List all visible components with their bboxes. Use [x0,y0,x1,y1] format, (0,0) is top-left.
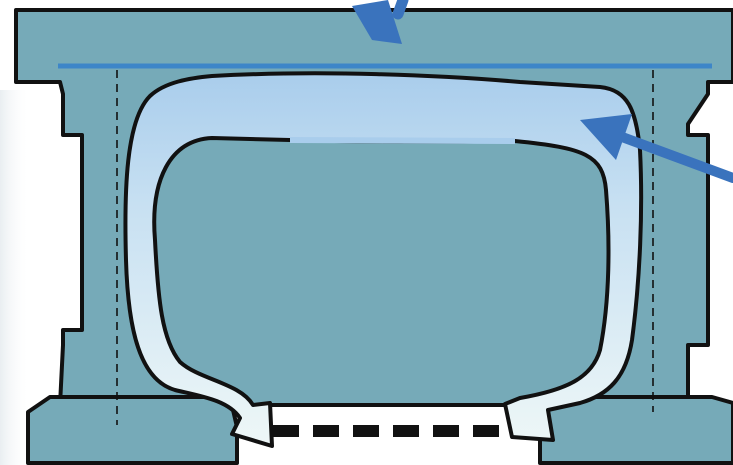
left-foot [26,395,239,465]
pointer-top-arrow [352,0,409,44]
flow-inner-edge [289,137,516,144]
pointer-right-arrow [580,114,733,183]
left-edge-fade [0,90,30,465]
